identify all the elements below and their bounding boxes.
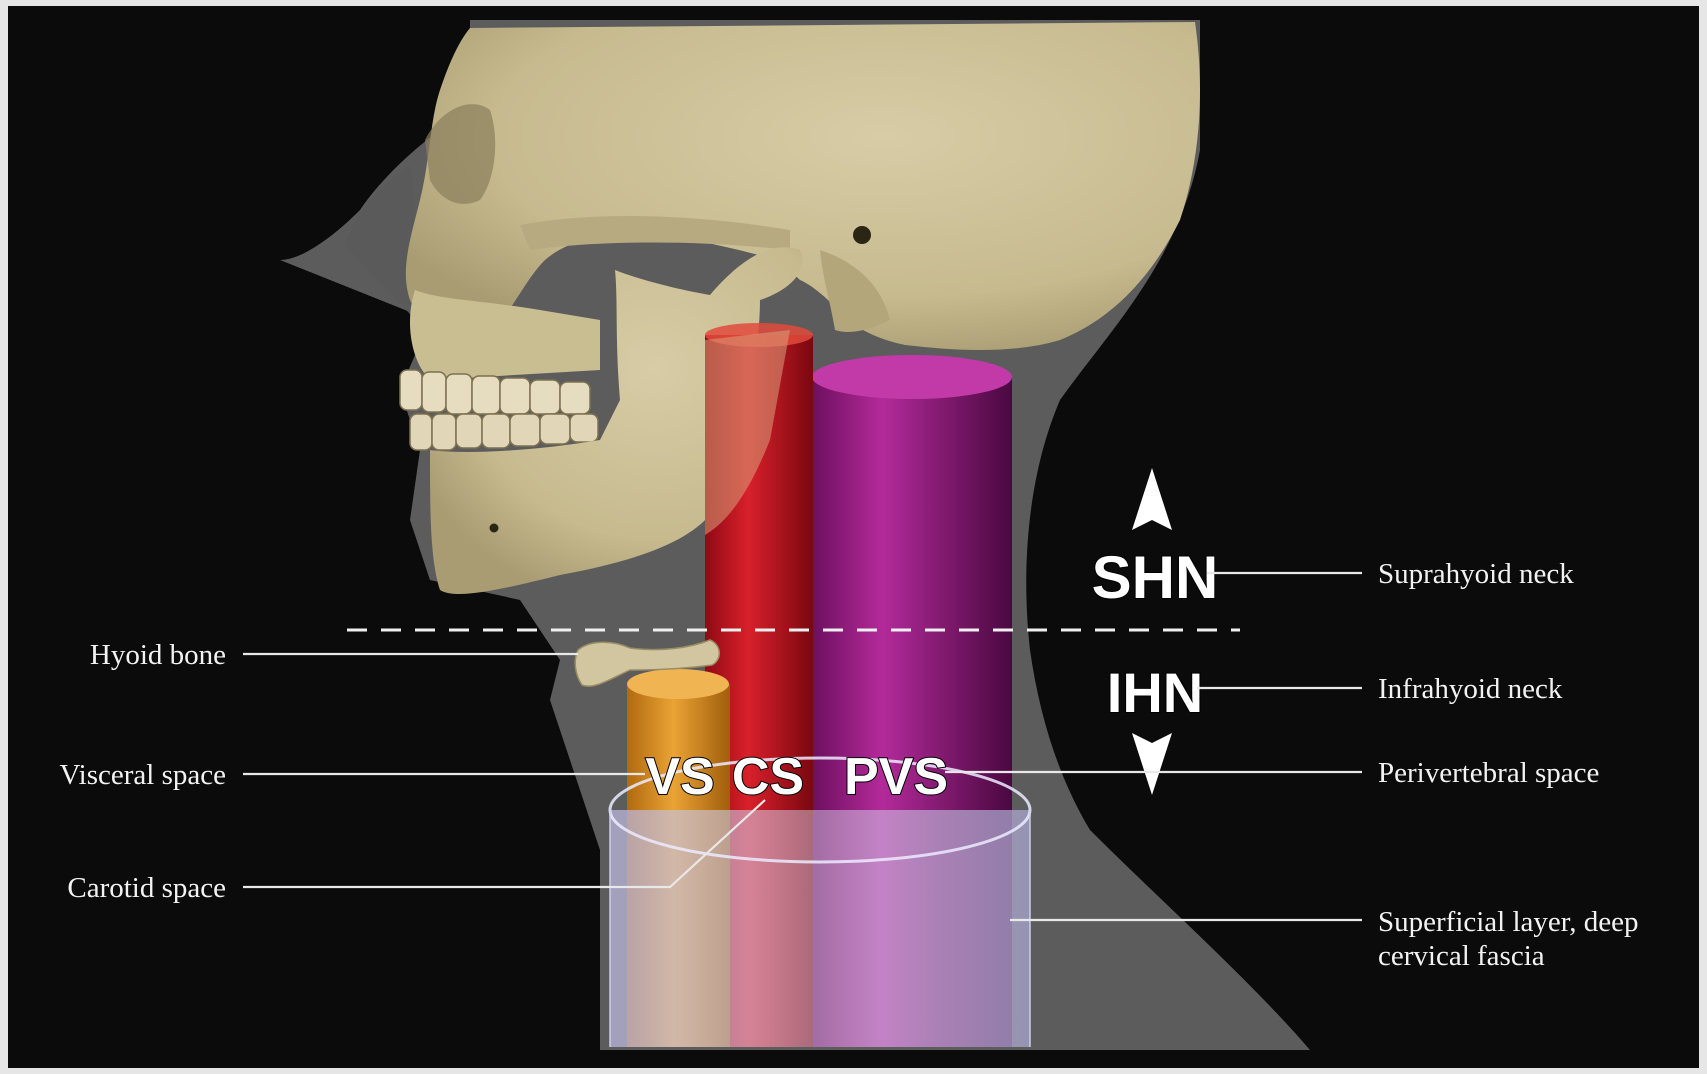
mental-foramen bbox=[490, 524, 499, 533]
ear-canal bbox=[853, 226, 871, 244]
cs-abbreviation: CS bbox=[732, 748, 804, 806]
label-fascia-line1: Superficial layer, deep bbox=[1378, 906, 1639, 938]
pvs-abbreviation: PVS bbox=[844, 748, 948, 806]
label-suprahyoid-neck: Suprahyoid neck bbox=[1378, 558, 1574, 590]
vs-abbreviation: VS bbox=[645, 748, 714, 806]
shn-abbreviation: SHN bbox=[1092, 544, 1219, 611]
label-carotid-space: Carotid space bbox=[67, 872, 226, 904]
label-infrahyoid-neck: Infrahyoid neck bbox=[1378, 673, 1563, 705]
label-visceral-space: Visceral space bbox=[59, 759, 226, 791]
label-perivertebral-space: Perivertebral space bbox=[1378, 757, 1599, 789]
label-fascia-line2: cervical fascia bbox=[1378, 940, 1545, 972]
label-hyoid-bone: Hyoid bone bbox=[90, 639, 226, 671]
ihn-abbreviation: IHN bbox=[1107, 661, 1203, 724]
